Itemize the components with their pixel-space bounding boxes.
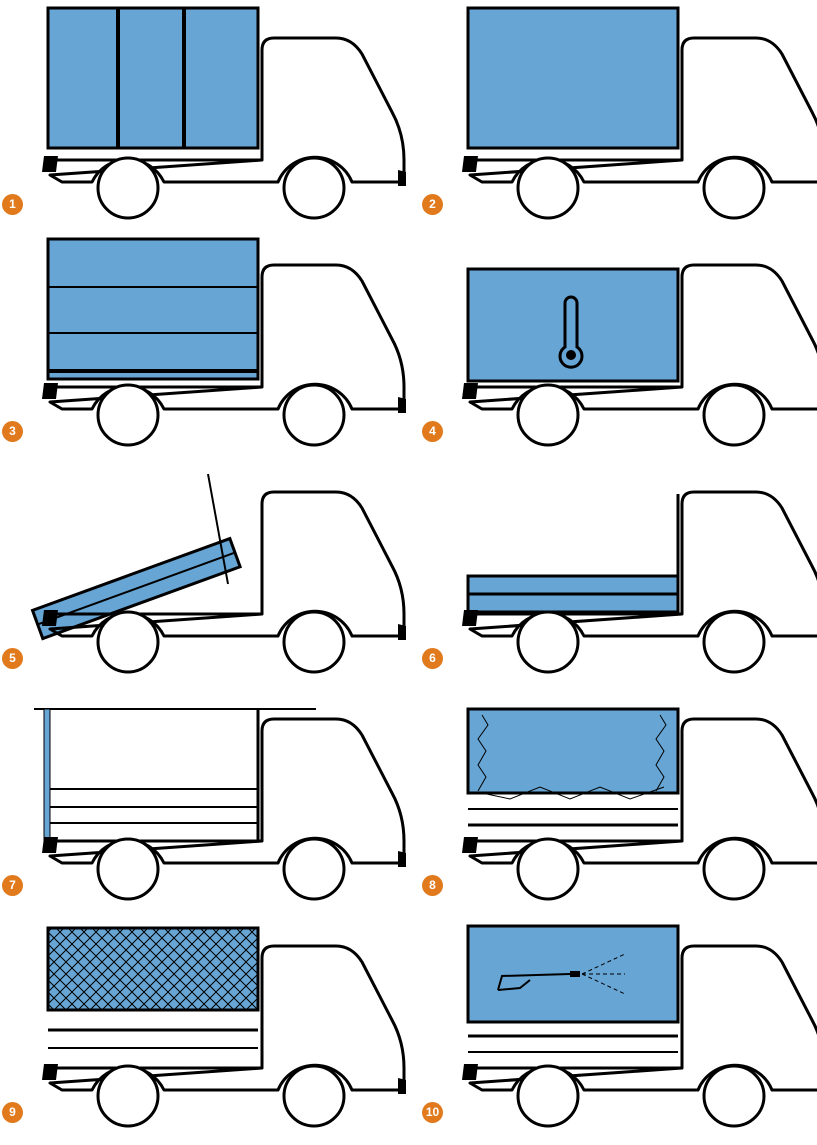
front-bumper — [398, 1078, 406, 1094]
cargo-body — [468, 269, 678, 381]
truck-group — [42, 928, 406, 1126]
rear-wheel — [518, 612, 578, 672]
rear-bumper — [42, 610, 58, 626]
truck-variant-10: 10 — [420, 908, 817, 1137]
truck-group — [42, 8, 406, 218]
truck-illustration — [0, 681, 408, 910]
front-wheel — [704, 612, 764, 672]
rear-bumper — [462, 383, 478, 399]
variant-number-badge: 6 — [422, 648, 443, 669]
cargo-body — [468, 8, 678, 148]
truck-group — [462, 926, 817, 1126]
truck-variant-7: 7 — [0, 681, 408, 910]
rear-wheel — [518, 1066, 578, 1126]
rear-wheel — [518, 158, 578, 218]
front-wheel — [284, 385, 344, 445]
rear-bumper — [462, 837, 478, 853]
frame-post — [44, 709, 50, 841]
truck-illustration — [420, 227, 817, 456]
front-bumper — [398, 851, 406, 867]
truck-variant-3: 3 — [0, 227, 408, 456]
rear-bumper — [42, 837, 58, 853]
cargo-body — [48, 8, 258, 148]
variant-number-badge: 3 — [2, 421, 23, 442]
front-bumper — [398, 170, 406, 186]
truck-illustration — [420, 454, 817, 683]
rear-bumper — [462, 1064, 478, 1080]
front-bumper — [398, 624, 406, 640]
variant-number-badge: 4 — [422, 421, 443, 442]
truck-variant-8: 8 — [420, 681, 817, 910]
front-wheel — [704, 158, 764, 218]
cargo-body — [48, 928, 258, 1010]
front-wheel — [704, 1066, 764, 1126]
front-wheel — [284, 612, 344, 672]
truck-illustration — [420, 0, 817, 229]
truck-illustration — [0, 454, 408, 683]
rear-bumper — [462, 156, 478, 172]
front-wheel — [704, 839, 764, 899]
truck-variant-9: 9 — [0, 908, 408, 1137]
variant-number-badge: 10 — [422, 1102, 443, 1123]
rear-wheel — [518, 385, 578, 445]
truck-illustration — [0, 908, 408, 1137]
cargo-body — [48, 239, 258, 379]
truck-group — [462, 492, 817, 672]
truck-variant-4: 4 — [420, 227, 817, 456]
rear-wheel — [98, 1066, 158, 1126]
rear-wheel — [518, 839, 578, 899]
truck-group — [462, 709, 817, 899]
rear-wheel — [98, 612, 158, 672]
truck-illustration — [0, 0, 408, 229]
truck-illustration — [420, 681, 817, 910]
truck-variant-1: 1 — [0, 0, 408, 229]
variant-number-badge: 5 — [2, 648, 23, 669]
rear-bumper — [42, 383, 58, 399]
variant-number-badge: 2 — [422, 194, 443, 215]
truck-group — [34, 709, 406, 899]
rear-wheel — [98, 839, 158, 899]
truck-group — [42, 239, 406, 445]
truck-illustration — [0, 227, 408, 456]
thermometer-bulb — [566, 350, 576, 360]
rear-wheel — [98, 385, 158, 445]
front-wheel — [284, 1066, 344, 1126]
cargo-body — [468, 709, 678, 793]
truck-variant-6: 6 — [420, 454, 817, 683]
rear-bumper — [42, 156, 58, 172]
front-wheel — [704, 385, 764, 445]
rear-wheel — [98, 158, 158, 218]
variant-number-badge: 8 — [422, 875, 443, 896]
truck-group — [33, 474, 406, 672]
truck-variant-5: 5 — [0, 454, 408, 683]
truck-illustration — [420, 908, 817, 1137]
variant-number-badge: 9 — [2, 1102, 23, 1123]
truck-group — [462, 8, 817, 218]
rear-bumper — [462, 610, 478, 626]
variant-number-badge: 1 — [2, 194, 23, 215]
truck-group — [462, 265, 817, 445]
variant-number-badge: 7 — [2, 875, 23, 896]
truck-variant-2: 2 — [420, 0, 817, 229]
rear-bumper — [42, 1064, 58, 1080]
front-bumper — [398, 397, 406, 413]
front-wheel — [284, 839, 344, 899]
front-wheel — [284, 158, 344, 218]
